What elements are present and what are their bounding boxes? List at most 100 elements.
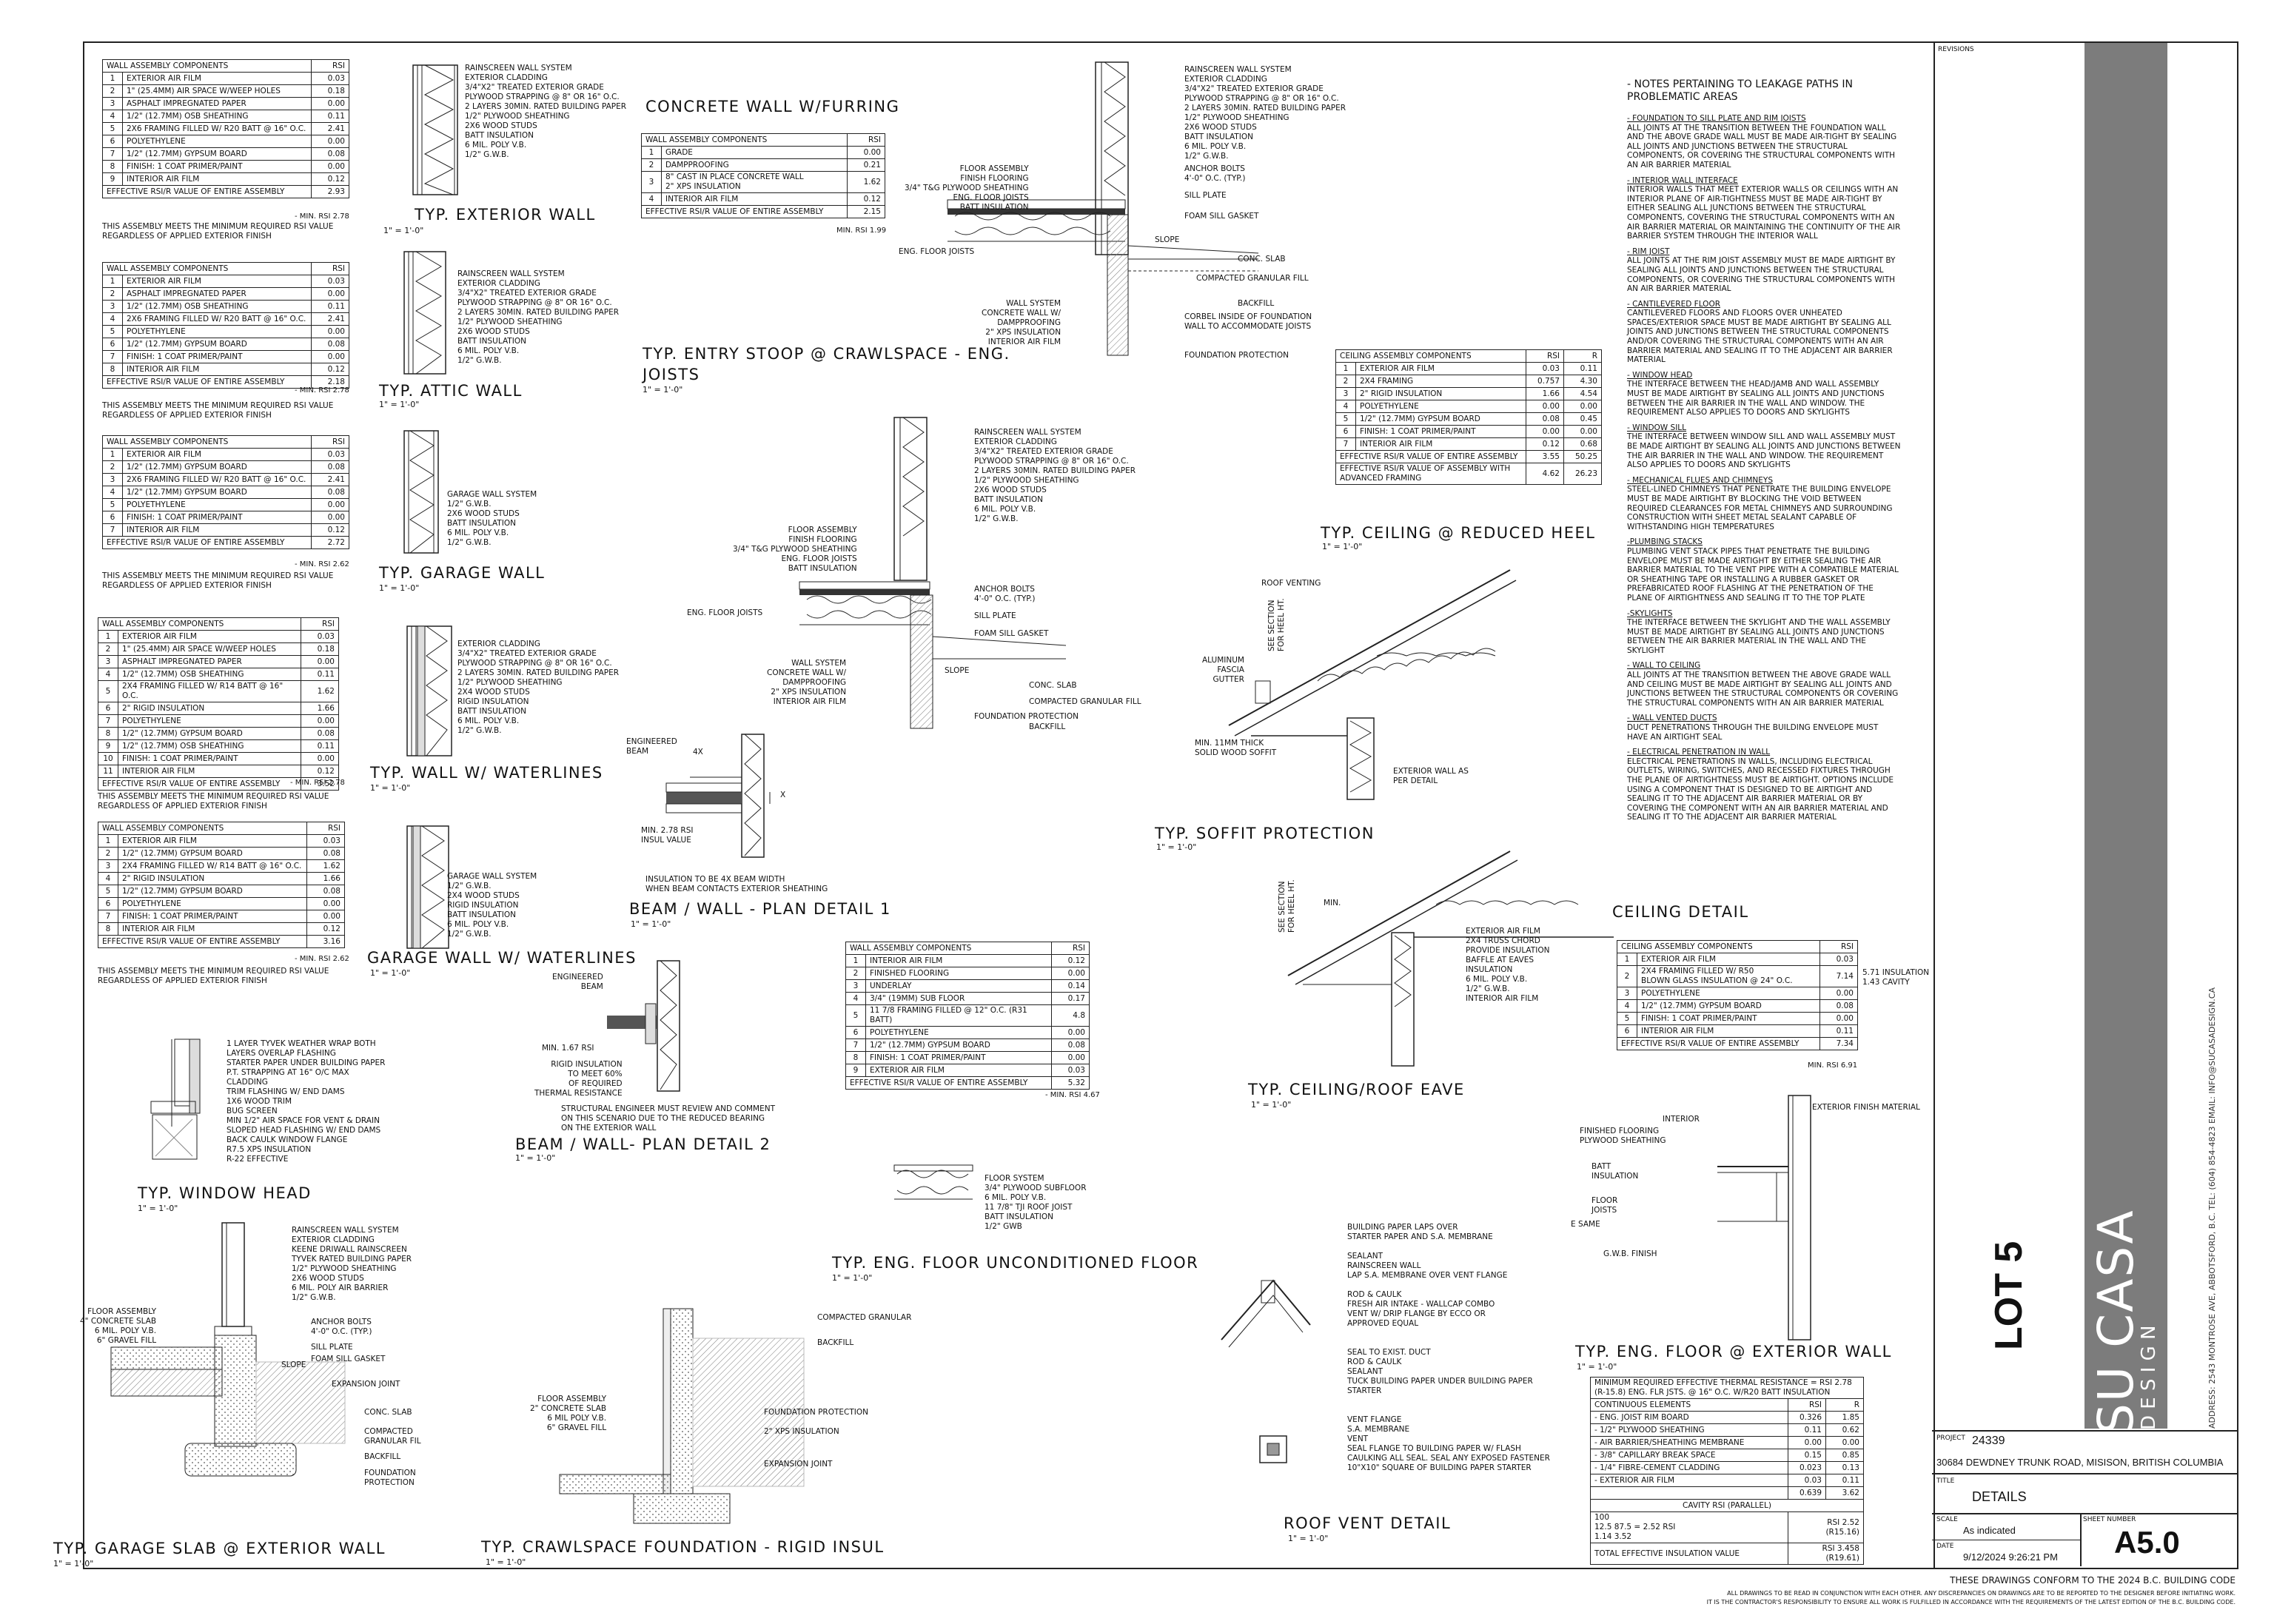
callout-gs-conc: CONC. SLAB (364, 1408, 412, 1417)
column-header: RSI (311, 435, 349, 449)
table-cell: 0.00 (1051, 1051, 1090, 1064)
callout-stoop-wall: RAINSCREEN WALL SYSTEM EXTERIOR CLADDING… (1184, 65, 1346, 161)
table-cell: GRADE (661, 146, 848, 159)
table-cell: 2 (1617, 965, 1637, 987)
table-cell: 4 (98, 872, 118, 885)
table-cell: 0.08 (311, 338, 349, 351)
table-cell: 2.41 (311, 312, 349, 326)
table-cell: FINISH: 1 COAT PRIMER/PAINT (122, 350, 312, 363)
table-cell: 0.08 (311, 147, 349, 161)
callout-efe-joists: FLOOR JOISTS (1592, 1196, 1618, 1215)
table-row: EFFECTIVE RSI/R VALUE OF ASSEMBLY WITH A… (1335, 463, 1602, 485)
table-cell: 1/2" (12.7MM) OSB SHEATHING (122, 300, 312, 313)
callout-stoop-sill: SILL PLATE (974, 611, 1016, 620)
table-cell: 5 (845, 1004, 866, 1027)
table-cell: 0.00 (311, 350, 349, 363)
table-cell: 0.17 (1051, 992, 1090, 1005)
table-cell: - 1/2" PLYWOOD SHEATHING (1590, 1423, 1788, 1437)
table-cell: 0.12 (311, 363, 349, 376)
callout-roof-vent: BUILDING PAPER LAPS OVER STARTER PAPER A… (1347, 1223, 1550, 1472)
callout-eave: EXTERIOR AIR FILM 2X4 TRUSS CHORD PROVID… (1466, 927, 1550, 1003)
table-cell: 1 (98, 630, 118, 643)
table-cell: 2 (102, 84, 123, 98)
table-cell: 1/2" (12.7MM) GYPSUM BOARD (122, 147, 312, 161)
detail-beam-1 (665, 734, 771, 858)
table-cell: 3 (102, 300, 123, 313)
title-eng-floor-ext: TYP. ENG. FLOOR @ EXTERIOR WALL (1575, 1343, 1892, 1360)
callout-efe-gwb: G.W.B. FINISH (1603, 1249, 1657, 1258)
min-rsi: - MIN. RSI 2.78 (290, 779, 345, 787)
wall-section-waterlines (406, 625, 452, 756)
footer-disclaimer-2: IT IS THE CONTRACTOR'S RESPONSIBILITY TO… (1706, 1599, 2236, 1605)
brand-subtitle: D E S I G N (2138, 1325, 2160, 1430)
table-cell: 0.68 (1563, 437, 1602, 451)
table-cell: 8 (102, 160, 123, 173)
callout-stoop-anchor: ANCHOR BOLTS 4'-0" O.C. (TYP.) (1184, 164, 1246, 183)
table-cell: 0.00 (301, 655, 339, 668)
note-body: ALL JOINTS AT THE TRANSITION BETWEEN THE… (1627, 123, 1897, 170)
table-cell: 1/2" (12.7MM) GYPSUM BOARD (865, 1039, 1052, 1052)
detail-roof-vent (1221, 1279, 1311, 1463)
table-cell: 4 (1335, 400, 1356, 413)
table-row: EFFECTIVE RSI/R VALUE OF ENTIRE ASSEMBLY… (102, 375, 349, 389)
table-cell: 0.00 (311, 160, 349, 173)
note-body: CANTILEVERED FLOORS AND FLOORS OVER UNHE… (1627, 309, 1893, 365)
table-cell: 4 (102, 486, 123, 499)
note-heading: - ELECTRICAL PENETRATION IN WALL (1627, 748, 1771, 757)
table-cell: 5 (98, 680, 118, 702)
scale-value: As indicated (1963, 1525, 2016, 1536)
callout-heel-alum: ALUMINUM FASCIA GUTTER (1202, 656, 1244, 684)
wall-section-exterior (412, 64, 458, 195)
table-cell: 1/2" (12.7MM) GYPSUM BOARD (1637, 999, 1820, 1013)
table-cell: 3/4" (19MM) SUB FLOOR (865, 992, 1052, 1005)
table-cell: 0.00 (1819, 987, 1858, 1000)
table-cell: 4 (845, 992, 866, 1005)
table-cell: 1 (1617, 953, 1637, 966)
table-cell: 1/2" (12.7MM) OSB SHEATHING (118, 739, 301, 753)
callout-uf: FLOOR SYSTEM 3/4" PLYWOOD SUBFLOOR 6 MIL… (985, 1174, 1087, 1231)
table-cell: 3 (845, 979, 866, 993)
table-cell: EFFECTIVE RSI/R VALUE OF ASSEMBLY WITH A… (1335, 463, 1526, 485)
table-cell: 0.00 (1825, 1436, 1864, 1449)
table-cell: 1 (845, 954, 866, 967)
table-cell: - 3/8" CAPILLARY BREAK SPACE (1590, 1449, 1788, 1462)
table-cell: 0.00 (1051, 1026, 1090, 1039)
note-heading: - CANTILEVERED FLOOR (1627, 299, 1720, 309)
min-rsi: - MIN. RSI 4.67 (1045, 1091, 1100, 1099)
title-roof-vent: ROOF VENT DETAIL (1284, 1514, 1452, 1532)
callout-stoop-slope: SLOPE (1155, 235, 1180, 244)
footer-disclaimer-1: ALL DRAWINGS TO BE READ IN CONJUNCTION W… (1727, 1590, 2236, 1597)
callout-eave-see: SEE SECTION FOR HEEL HT. (1278, 879, 1296, 933)
table-cell: 0.18 (301, 642, 339, 656)
scale-label: 1" = 1'-0" (486, 1557, 526, 1567)
tb-row-project (1932, 1430, 2237, 1474)
table-cell: 50.25 (1563, 450, 1602, 463)
project-number: 24339 (1972, 1435, 2005, 1447)
scale-label: 1" = 1'-0" (643, 385, 683, 395)
sheet-title: DETAILS (1972, 1489, 2027, 1504)
table-cell: 0.15 (1788, 1449, 1826, 1462)
table-cell: 0.12 (1526, 437, 1564, 451)
table-cell: ASPHALT IMPREGNATED PAPER (118, 655, 301, 668)
note-body: THE INTERFACE BETWEEN THE SKYLIGHT AND T… (1627, 618, 1891, 655)
table-cell: 2.41 (311, 473, 349, 486)
callout-garage-wall: GARAGE WALL SYSTEM 1/2" G.W.B. 2X6 WOOD … (447, 490, 537, 547)
table-cell: 0.00 (1563, 400, 1602, 413)
table-cell: 0.12 (311, 523, 349, 537)
table-cell: FINISH: 1 COAT PRIMER/PAINT (1355, 425, 1526, 438)
